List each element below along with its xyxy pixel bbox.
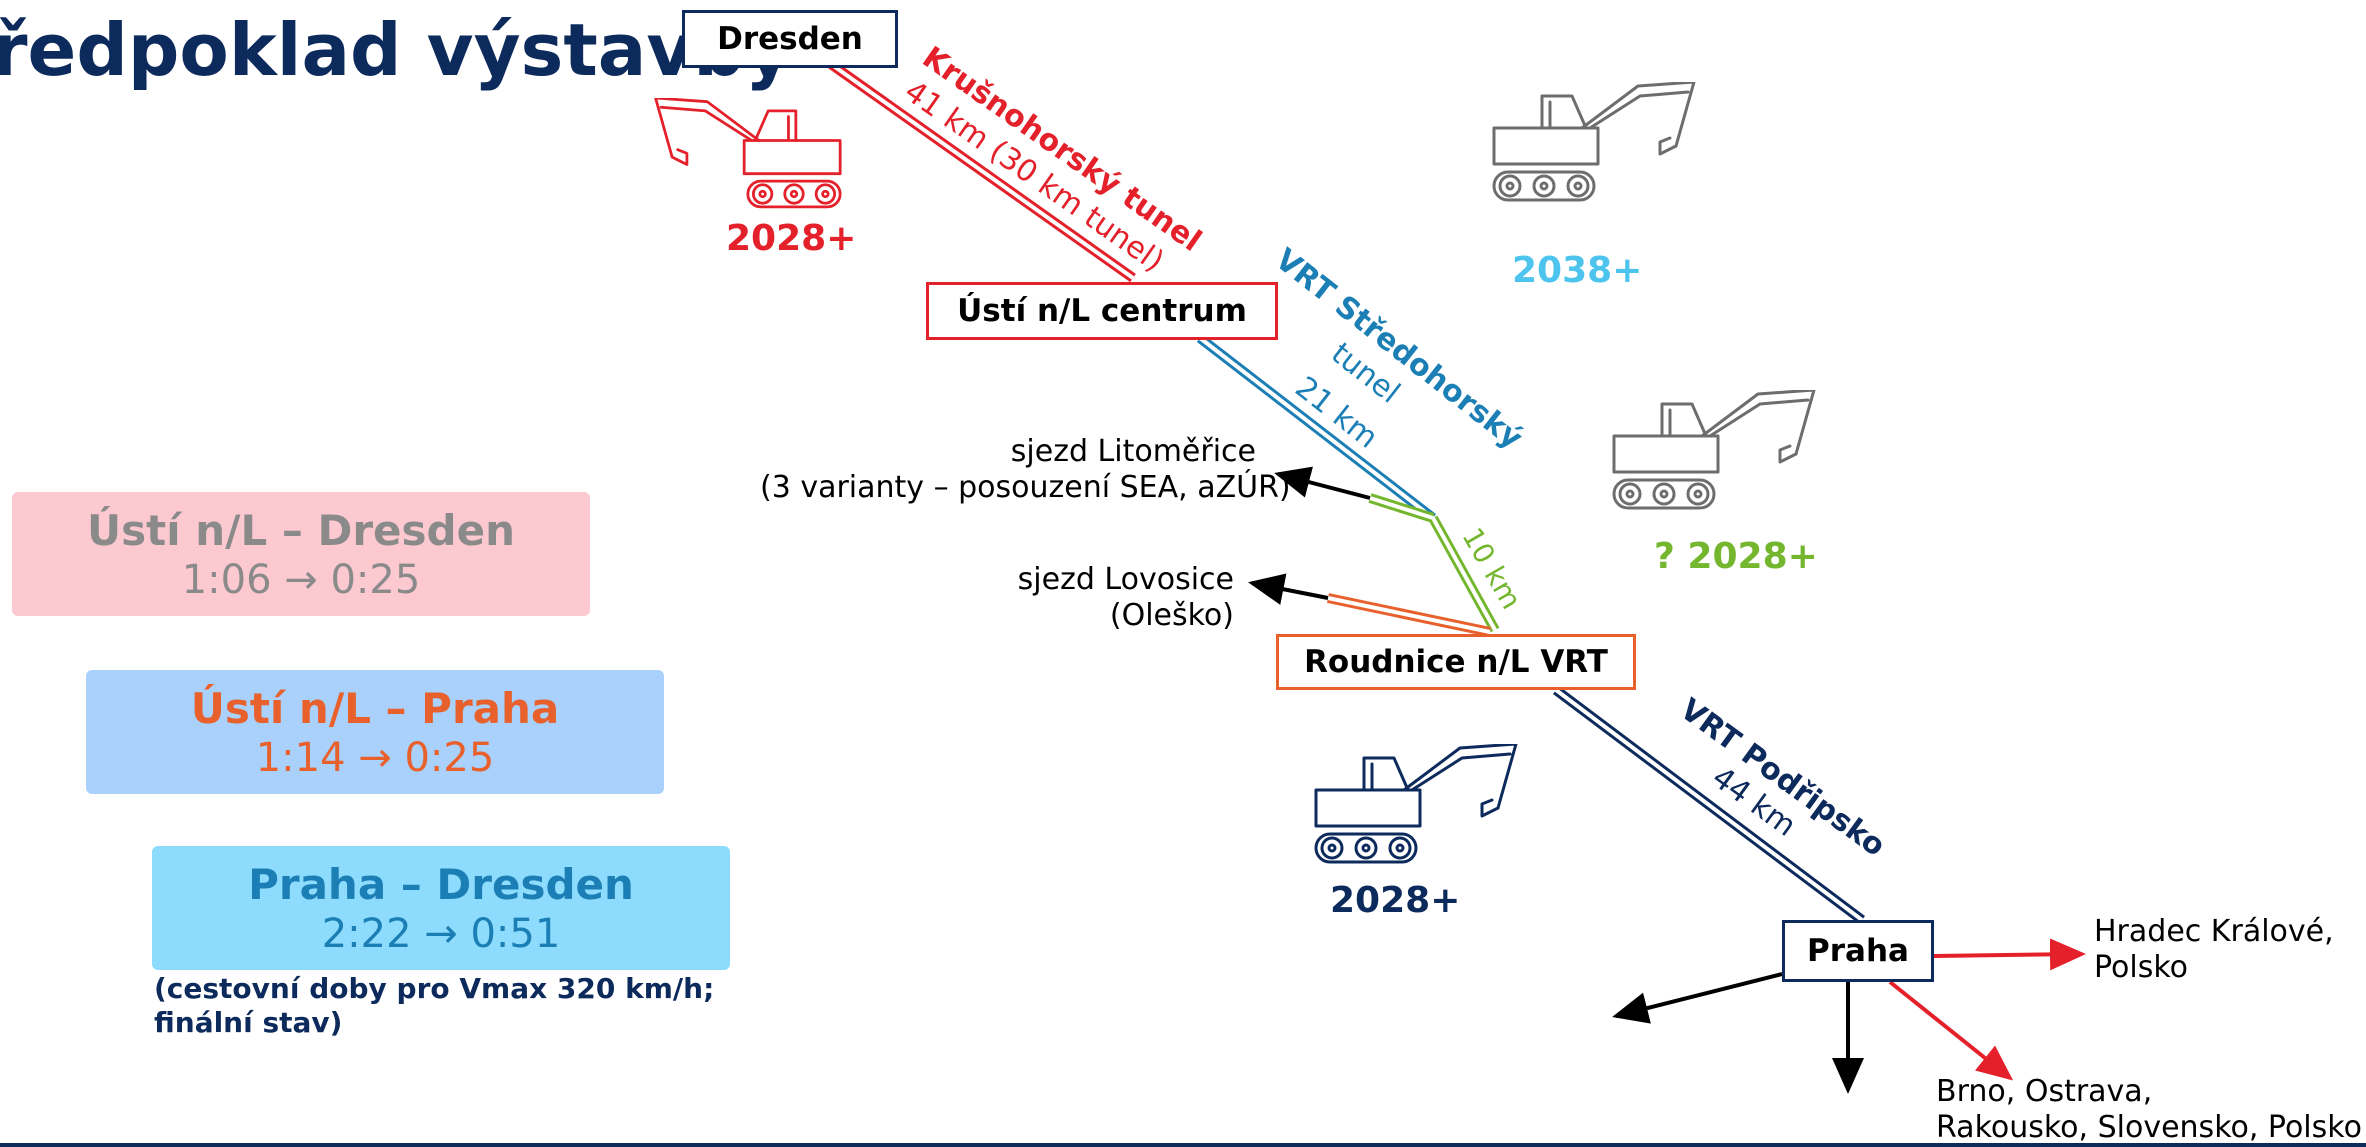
litomerice-exit-line <box>1274 466 1435 523</box>
dest-brno-line1: Brno, Ostrava, <box>1936 1074 2153 1109</box>
exit-litomerice-line1: sjezd Litoměřice <box>1010 434 1256 469</box>
travel-time: 1:14 → 0:25 <box>255 735 495 781</box>
exit-lovosice-label: sjezd Lovosice (Oleško) <box>960 562 1234 634</box>
stredohorsky-line <box>1196 334 1437 522</box>
station-praha: Praha <box>1782 920 1934 982</box>
year-mid: ? 2028+ <box>1654 536 1818 577</box>
note-line2: finální stav) <box>154 1006 343 1039</box>
travel-route: Praha – Dresden <box>248 860 634 909</box>
travel-time-usti-dresden: Ústí n/L – Dresden 1:06 → 0:25 <box>12 492 590 616</box>
station-dresden-label: Dresden <box>717 21 863 57</box>
travel-time-usti-praha: Ústí n/L – Praha 1:14 → 0:25 <box>86 670 664 794</box>
year-podripsko: 2028+ <box>1330 880 1461 921</box>
station-usti-label: Ústí n/L centrum <box>957 293 1247 329</box>
travel-route: Ústí n/L – Dresden <box>87 506 515 555</box>
arrow-icon <box>1888 980 2014 1081</box>
travel-time-praha-dresden: Praha – Dresden 2:22 → 0:51 <box>152 846 730 970</box>
year-stredohorsky: 2038+ <box>1512 250 1643 291</box>
exit-litomerice-line2: (3 varianty – posouzení SEA, aZÚR) <box>760 470 1291 505</box>
arrow-icon <box>1933 938 2086 971</box>
excavator-icon <box>1492 82 1696 202</box>
green-line <box>1428 515 1500 633</box>
station-praha-label: Praha <box>1807 933 1909 969</box>
krusnohorsky-line <box>825 57 1136 283</box>
dest-hradec-label: Hradec Králové, Polsko <box>2094 914 2334 986</box>
arrow-icon <box>1612 972 1783 1024</box>
dest-brno-label: Brno, Ostrava, Rakousko, Slovensko, Pols… <box>1936 1074 2362 1146</box>
podripsko-line <box>1552 686 1866 924</box>
lovosice-exit-line <box>1248 573 1492 637</box>
dest-brno-line2: Rakousko, Slovensko, Polsko <box>1936 1110 2362 1145</box>
exit-lovosice-line2: (Oleško) <box>1109 598 1234 633</box>
station-dresden: Dresden <box>682 10 898 68</box>
excavator-icon <box>654 98 842 209</box>
dest-hradec-line2: Polsko <box>2094 950 2188 985</box>
dest-hradec-line1: Hradec Králové, <box>2094 914 2334 949</box>
year-krusnohorsky: 2028+ <box>726 218 857 259</box>
travel-time: 1:06 → 0:25 <box>181 557 421 603</box>
station-roudnice-label: Roudnice n/L VRT <box>1304 644 1608 680</box>
station-roudnice: Roudnice n/L VRT <box>1276 634 1636 690</box>
exit-lovosice-line1: sjezd Lovosice <box>1017 562 1234 597</box>
bottom-divider <box>0 1143 2366 1147</box>
travel-route: Ústí n/L – Praha <box>190 684 560 733</box>
excavator-icon <box>1612 390 1816 510</box>
excavator-icon <box>1314 744 1518 864</box>
travel-time-note: (cestovní doby pro Vmax 320 km/h; fináln… <box>154 972 714 1040</box>
page-title: ředpoklad výstavby <box>0 8 792 92</box>
note-line1: (cestovní doby pro Vmax 320 km/h; <box>154 972 715 1005</box>
exit-litomerice-label: sjezd Litoměřice (3 varianty – posouzení… <box>760 434 1291 506</box>
travel-time: 2:22 → 0:51 <box>321 911 561 957</box>
station-usti: Ústí n/L centrum <box>926 282 1278 340</box>
